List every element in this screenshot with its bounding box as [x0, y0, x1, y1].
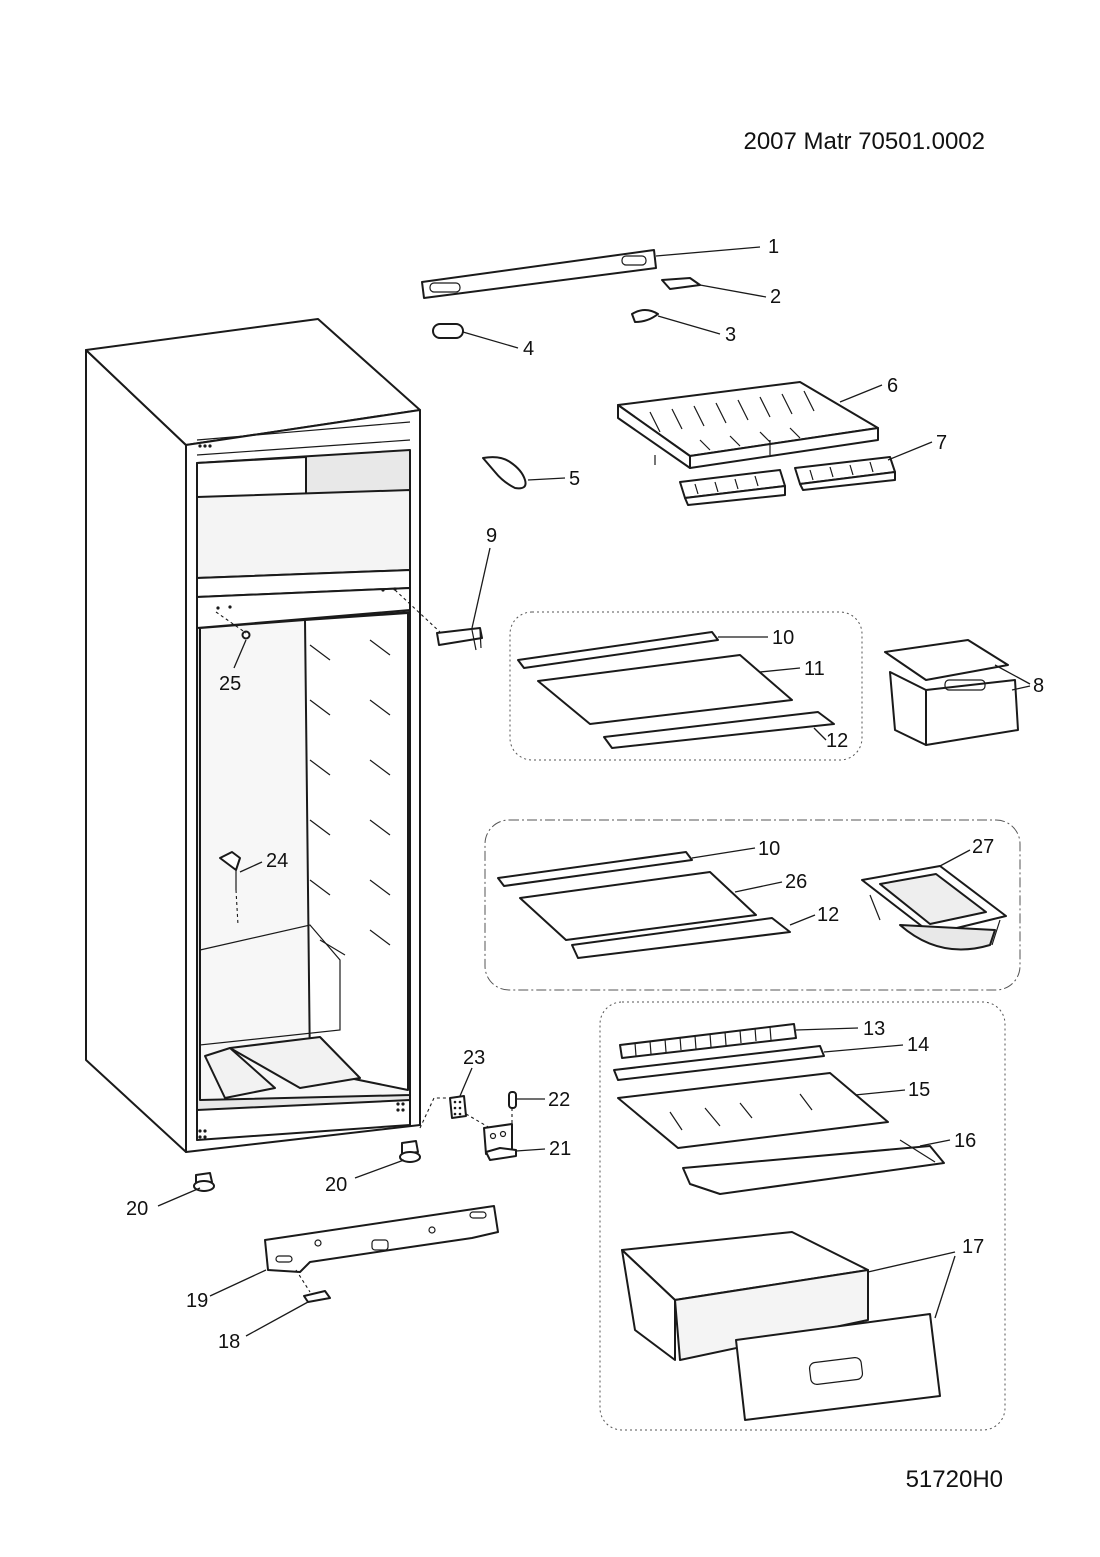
part-3-plug	[631, 309, 659, 323]
part-14-shelf-rail	[613, 1045, 825, 1081]
part-8-dairy-box	[884, 639, 1019, 746]
part-12-shelf-trim-top	[603, 711, 835, 749]
callout-12-top: 12	[826, 730, 848, 752]
part-7-ice-trays	[679, 456, 896, 506]
shelf-group-top	[509, 611, 863, 761]
part-18-clip	[303, 1290, 331, 1303]
callout-24: 24	[266, 850, 288, 872]
part-6-freezer-tray	[617, 381, 879, 469]
callout-22: 22	[548, 1089, 570, 1111]
callout-1: 1	[768, 236, 779, 258]
callout-14: 14	[907, 1034, 929, 1056]
model-reference: 2007 Matr 70501.0002	[743, 128, 985, 155]
callout-11: 11	[804, 658, 825, 680]
part-22-hinge-pin	[508, 1091, 517, 1109]
part-20-leveling-foot-right	[399, 1140, 421, 1163]
drawing-code: 51720H0	[906, 1466, 1003, 1493]
part-12-shelf-trim-middle	[571, 917, 791, 959]
part-25-screw	[241, 630, 251, 640]
callout-25: 25	[219, 673, 241, 695]
callout-23: 23	[463, 1047, 485, 1069]
part-27-egg-holder	[861, 865, 1007, 951]
part-17-crisper-drawer	[621, 1231, 941, 1421]
part-20-leveling-foot-left	[193, 1172, 215, 1192]
part-1-top-hinge-cover	[421, 249, 657, 299]
callout-26: 26	[785, 871, 807, 893]
part-13-vent-grille	[619, 1023, 797, 1059]
callout-3: 3	[725, 324, 736, 346]
callout-8: 8	[1033, 675, 1044, 697]
cabinet	[85, 318, 421, 1153]
part-21-lower-hinge	[483, 1123, 517, 1161]
shelf-group-middle	[484, 819, 1021, 991]
callout-16: 16	[954, 1130, 976, 1152]
callout-2: 2	[770, 286, 781, 308]
part-10-shelf-rail-top	[517, 631, 719, 669]
callout-17: 17	[962, 1236, 984, 1258]
callout-12-middle: 12	[817, 904, 839, 926]
callout-9: 9	[486, 525, 497, 547]
part-11-glass-shelf	[537, 654, 793, 725]
part-10-shelf-rail-middle	[497, 851, 693, 887]
part-5-knob	[482, 456, 527, 490]
callout-6: 6	[887, 375, 898, 397]
callout-20-right: 20	[325, 1174, 347, 1196]
part-9-hinge-bracket	[436, 627, 483, 651]
callout-18: 18	[218, 1331, 240, 1353]
part-15-crisper-cover-glass	[617, 1072, 889, 1149]
part-2-hinge-pin	[661, 277, 701, 290]
part-24-drain-plug	[219, 851, 241, 890]
callout-5: 5	[569, 468, 580, 490]
part-16-cover-trim	[682, 1139, 945, 1195]
callout-20-left: 20	[126, 1198, 148, 1220]
callout-10-middle: 10	[758, 838, 780, 860]
callout-10-top: 10	[772, 627, 794, 649]
crisper-group	[599, 1001, 1006, 1431]
part-19-kickplate	[264, 1205, 499, 1273]
callout-27: 27	[972, 836, 994, 858]
part-26-glass-shelf	[519, 871, 757, 941]
callout-19: 19	[186, 1290, 208, 1312]
part-4-plug	[432, 323, 464, 339]
callout-13: 13	[863, 1018, 885, 1040]
part-23-hinge-plate	[449, 1095, 467, 1119]
callout-7: 7	[936, 432, 947, 454]
callout-21: 21	[549, 1138, 571, 1160]
callout-4: 4	[523, 338, 534, 360]
callout-15: 15	[908, 1079, 930, 1101]
